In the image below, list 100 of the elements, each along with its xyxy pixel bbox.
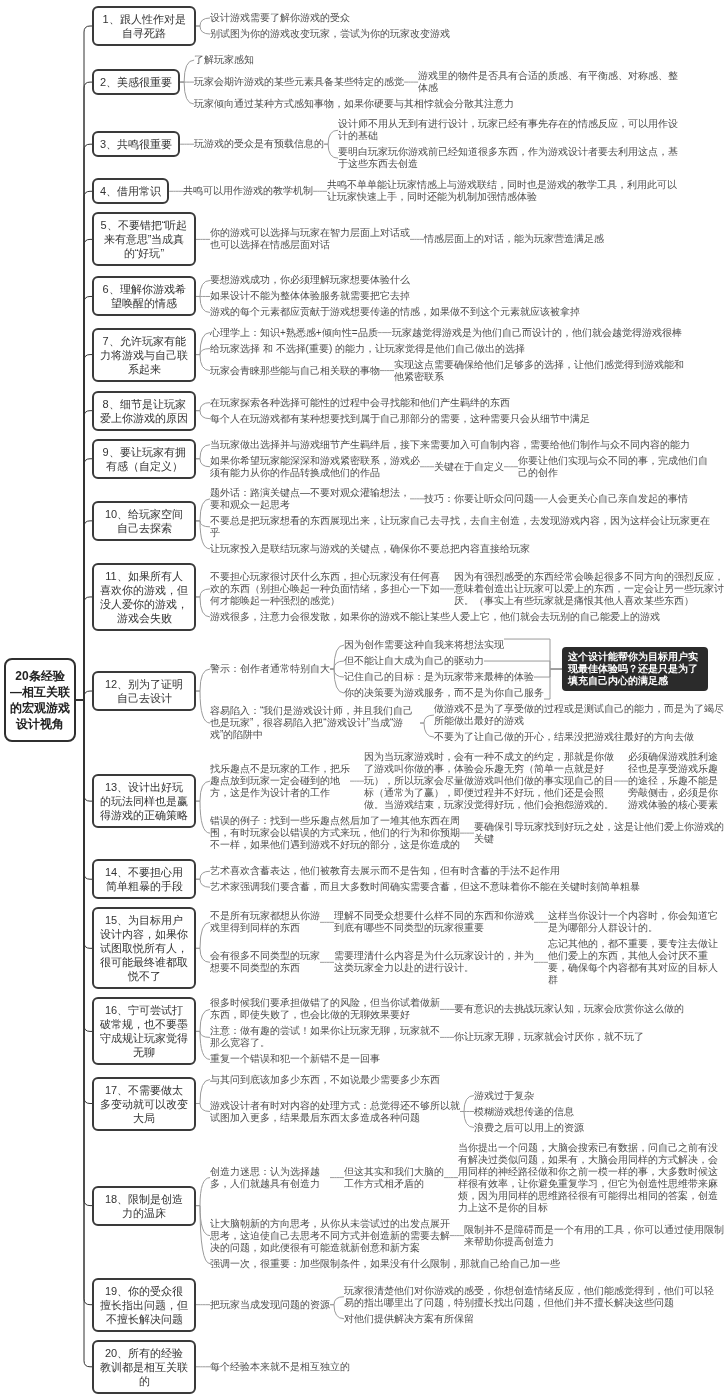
subtopic-text: 不是所有玩家都想从你游戏里得到同样的东西 — [210, 910, 320, 935]
connector-line — [503, 466, 519, 468]
subtopic-text: 因为有强烈感受的东西经常会唤起很多不同方向的强烈反应，意味着创造出让玩家可以爱上的东西，一定会让另一些玩家讨厌。（事实上有些玩家就是痛恨其他人喜欢某些东西） — [454, 570, 724, 607]
subtopic-text: 共鸣不单单能让玩家情感上与游戏联结，同时也是游戏的教学工具，利用此可以让玩家快速上手，同时还能为机制加强情感体验 — [327, 179, 678, 204]
subtopic-text: 让玩家投入是联结玩家与游戏的关键点，确保你不要总把内容直接给玩家 — [210, 542, 530, 555]
subtopic-text: 创造力迷思：认为选择越多，人们就越具有创造力 — [210, 1165, 330, 1190]
subtopic-text: 情感层面上的对话，能为玩家营造满足感 — [424, 233, 604, 246]
connector-line — [409, 238, 425, 240]
connector-line — [379, 370, 395, 372]
connector-line — [449, 1235, 465, 1237]
topic-box: 17、不需要做太多变动就可以改变大局 — [92, 1076, 196, 1131]
subtopic-text: 要明白玩家玩你游戏前已经知道很多东西，作为游戏设计者要去利用这点，基于这些东西去创造 — [338, 146, 679, 171]
subtopic-text: 错误的例子：找到一些乐趣点然后加了一堆其他东西在周围，有时玩家会以错误的方式来玩，他们的行为和你预期不一样，如果他们遇到游戏不好玩的部分，这是你造成的 — [210, 815, 460, 852]
connector-line — [533, 961, 549, 963]
topic-box: 5、不要错把“听起来有意思”当成真的“好玩” — [92, 212, 196, 267]
connector-line — [195, 410, 211, 420]
summary-bracket — [543, 668, 563, 700]
topic-box: 12、别为了证明自己去设计 — [92, 671, 196, 712]
subtopic-text: 重复一个错误和犯一个新错不是一回事 — [210, 1053, 380, 1066]
connector-line — [195, 25, 211, 35]
topic-box: 20、所有的经验教训都是相互关联的 — [92, 1339, 196, 1394]
connector-line — [195, 800, 211, 834]
subtopic-text: 每个经验本来就不是相互独立的 — [210, 1360, 350, 1373]
connector-line — [533, 921, 549, 923]
subtopic-text: 限制并不是障碍而是一个有用的工具，你可以通过使用限制来帮助你提高创造力 — [464, 1223, 724, 1248]
summary-box: 这个设计能帮你为目标用户实现最佳体验吗？还是只是为了填充自己内心的满足感 — [562, 647, 708, 692]
topic-box: 4、借用常识 — [92, 178, 170, 205]
topic-box: 6、理解你游戏希望唤醒的情感 — [92, 276, 196, 317]
topic-box: 13、设计出好玩的玩法同样也是赢得游戏的正确策略 — [92, 774, 196, 829]
subtopic-text: 玩家会青睐那些能与自己相关联的事物 — [210, 364, 380, 377]
subtopic-text: 记住自己的目标：是为玩家带来最棒的体验 — [344, 671, 534, 684]
central-topic-box: 20条经验—相互关联的宏观游戏设计视角 — [4, 658, 76, 742]
connector-line — [195, 1205, 211, 1265]
connector-line — [319, 961, 335, 963]
topic-box: 8、细节是让玩家爱上你游戏的原因 — [92, 390, 196, 431]
subtopic-text: 不要担心玩家很讨厌什么东西，担心玩家没有任何喜欢的东西（别担心唤起一种负面情绪，多担心一下如何才能唤起一种强烈的感觉） — [210, 570, 440, 607]
subtopic-text: 理解不同受众想要什么样不同的东西和你游戏到底有哪些不同类型的玩家很重要 — [334, 910, 534, 935]
subtopic-text: 很多时候我们要承担做错了的风险，但当你试着做新东西，即使失败了，也会比做的无聊效果要好 — [210, 997, 440, 1022]
subtopic-text: 不要为了让自己做的开心，结果没把游戏往最好的方向去做 — [434, 731, 694, 744]
subtopic-text: 人会更关心自己亲自发起的事情 — [548, 492, 688, 505]
connector-line — [349, 780, 365, 782]
connector-line — [419, 722, 435, 738]
subtopic-text: 不要总是把玩家想看的东西展现出来，让玩家自己去寻找，去自主创造，去发现游戏内容，因为这样会让玩家更在乎 — [210, 514, 710, 539]
subtopic-text: 当你提出一个问题，大脑会搜索已有数据，问自己之前有没有解决过类似问题，如果有，大脑会用同样的方式解决，会用同样的神经路径做和你之前一模一样的事，大多数时候这样很有效率，让你避免重复学习，但它为创造性思维带来麻烦，因为用同样的思维路径很有可能得出相同的答案，创造力上这不是你的目标 — [458, 1141, 718, 1214]
subtopic-text: 把玩家当成发现问题的资源 — [210, 1298, 330, 1311]
connector-line — [319, 921, 335, 923]
subtopic-text: 设计游戏需要了解你游戏的受众 — [210, 12, 350, 24]
subtopic-text: 游戏的每个元素都应贡献于游戏想要传递的情感，如果做不到这个元素就应该被拿掉 — [210, 306, 580, 319]
connector-line — [195, 1304, 211, 1306]
subtopic-text: 模糊游戏想传递的信息 — [474, 1105, 574, 1118]
subtopic-text: 艺术喜欢含蓄表达，他们被教育去展示而不是告知，但有时含蓄的手法不起作用 — [210, 865, 560, 878]
subtopic-text: 注意：做有趣的尝试！如果你让玩家无聊，玩家就不那么宽容了。 — [210, 1025, 440, 1050]
connector-line — [195, 238, 211, 240]
subtopic-text: 会有很多不同类型的玩家想要不同类型的东西 — [210, 950, 320, 975]
subtopic-text: 做游戏不是为了享受做的过程或是测试自己的能力，而是为了竭尽所能做出最好的游戏 — [434, 703, 724, 728]
connector-line — [459, 1111, 475, 1128]
subtopic-text: 让大脑朝新的方向思考，从你从未尝试过的出发点展开思考，这迫使自己去思考不同方式并创造新的需要去解决的问题，如此便很有可能造就新创意和新方案 — [210, 1217, 450, 1254]
subtopic-text: 强调一次，很重要：加些限制条件，如果没有什么限制，那就自己给自己加一些 — [210, 1257, 560, 1270]
connector-line — [329, 1304, 345, 1320]
connector-line — [419, 466, 435, 468]
subtopic-text: 在玩家探索各种选择可能性的过程中会寻找能和他们产生羁绊的东西 — [210, 396, 510, 409]
connector-line — [613, 780, 629, 782]
connector-line — [533, 498, 549, 500]
subtopic-text: 因为当玩家游戏时，会有一种不成文的约定，那就是你做了游戏叫你做的事，体验会乐趣无穷（简单一点就是好玩），所以玩家会尽量做游戏叫他们做的事实现自己的目标（通常为了赢），即便过程并不好玩，他们还是会照做。当游戏结束，玩家没觉得好玩，他们会抱怨游戏的。 — [364, 751, 614, 812]
connector-line — [323, 143, 339, 159]
subtopic-text: 实现这点需要确保给他们足够多的选择，让他们感觉得到游戏能和他紧密联系 — [394, 358, 684, 383]
topic-box: 2、美感很重要 — [92, 69, 181, 96]
subtopic-text: 找乐趣点不是玩家的工作，把乐趣点放到玩家一定会碰到的地方，这是作为设计者的工作 — [210, 763, 350, 800]
subtopic-text: 浪费之后可以用上的资源 — [474, 1121, 584, 1134]
subtopic-text: 要有意识的去挑战玩家认知，玩家会欣赏你这么做的 — [454, 1003, 684, 1016]
subtopic-text: 玩家很清楚他们对你游戏的感受，你想创造情绪反应，他们能感觉得到，他们可以轻易的指出哪里出了问题，特别擅长找出问题，但他们并不擅长解决这些问题 — [344, 1284, 714, 1309]
subtopic-text: 玩家越觉得游戏是为他们自己而设计的，他们就会越觉得游戏很棒 — [391, 326, 682, 339]
subtopic-text: 你要让他们实现与众不同的事，完成他们自己的创作 — [518, 454, 714, 479]
subtopic-text: 容易陷入：“我们是游戏设计师，并且我们自己也是玩家”，很容易陷入把“游戏设计”当成“游戏”的陷阱中 — [210, 705, 420, 742]
connector-line — [443, 1177, 459, 1179]
subtopic-text: 这样当你设计一个内容时，你会知道它是为哪部分人群设计的。 — [548, 910, 724, 935]
subtopic-text: 游戏设计者有时对内容的处理方式：总觉得还不够所以就试图加入更多，结果最后东西太多造成各种问题 — [210, 1099, 460, 1124]
topic-box: 1、跟人性作对是自寻死路 — [92, 6, 196, 46]
subtopic-text: 游戏很多，注意力会很发散，如果你的游戏不能让某些人爱上它，他们就会去玩别的自己能爱上的游戏 — [210, 610, 660, 623]
subtopic-text: 给玩家选择 和 不选择(重要) 的能力，让玩家觉得是他们自己做出的选择 — [210, 342, 525, 355]
subtopic-text: 别试图为你的游戏改变玩家，尝试为你的玩家改变游戏 — [210, 28, 450, 40]
topic-box: 15、为目标用户设计内容，如果你试图取悦所有人，很可能最终谁都取悦不了 — [92, 907, 196, 990]
subtopic-text: 如果你希望玩家能深深和游戏紧密联系，游戏必须有能力从你的作品转换成他们的作品 — [210, 454, 420, 479]
subtopic-text: 但这其实和我们大脑的工作方式相矛盾的 — [344, 1165, 444, 1190]
connector-line — [377, 332, 393, 334]
connector-line — [195, 1366, 211, 1368]
topic-box: 19、你的受众很擅长指出问题，但不擅长解决问题 — [92, 1277, 196, 1332]
subtopic-text: 对他们提供解决方案有所保留 — [344, 1312, 474, 1325]
topic-box: 18、限制是创造力的温床 — [92, 1185, 196, 1226]
connector-line — [195, 690, 211, 724]
connector-line — [179, 143, 195, 145]
connector-line — [439, 1036, 455, 1038]
topic-box: 9、要让玩家有拥有感（自定义） — [92, 438, 196, 479]
subtopic-text: 因为创作需要这种自我来将想法实现 — [344, 639, 504, 652]
subtopic-text: 如果设计不能为整体体验服务就需要把它去掉 — [210, 290, 410, 303]
subtopic-text: 技巧：你要让听众问问题 — [424, 492, 534, 505]
connector-line — [179, 81, 195, 105]
subtopic-text: 忘记其他的，都不重要，要专注去做让他们爱上的东西，其他人会讨厌不重要，确保每个内容都有其对应的目标人群 — [548, 938, 724, 987]
subtopic-text: 要确保引导玩家找到好玩之处，这是让他们爱上你游戏的关键 — [474, 821, 724, 846]
connector-line — [409, 498, 425, 500]
